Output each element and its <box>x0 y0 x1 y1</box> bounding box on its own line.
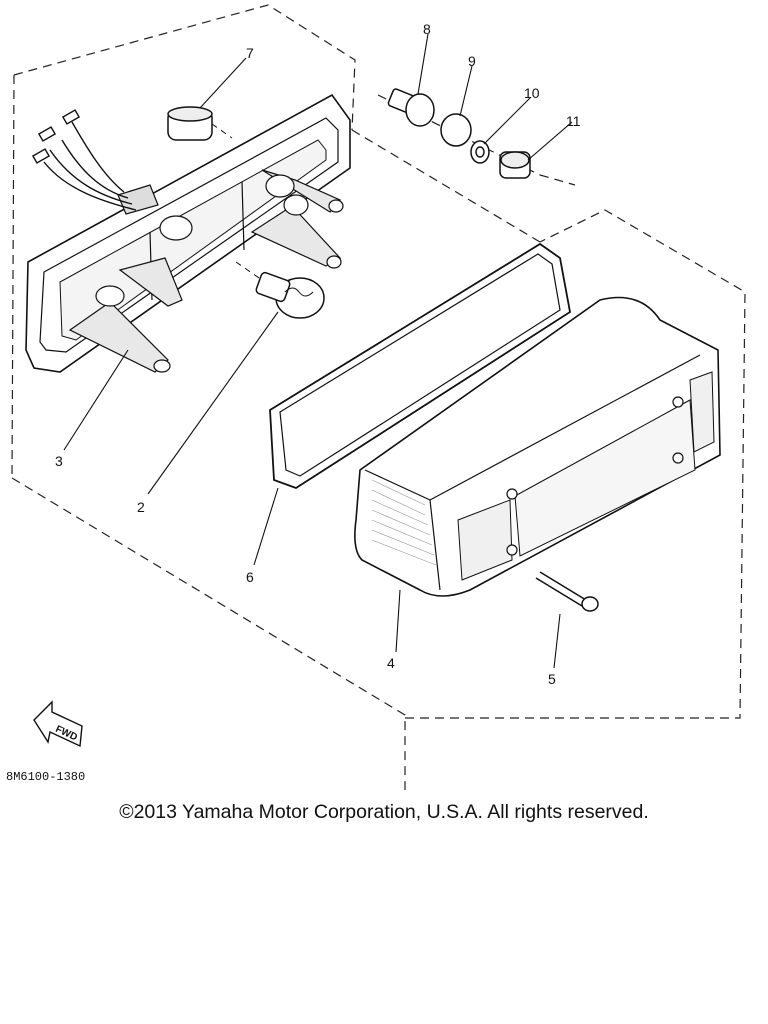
grommet-part <box>167 106 233 141</box>
callout-number: 11 <box>566 113 581 129</box>
reference-code: 8M6100-1380 <box>6 770 85 784</box>
callout-labels: 2 3 4 5 6 7 8 9 10 11 <box>55 21 581 687</box>
gasket-part <box>269 242 571 489</box>
fwd-arrow-icon: FWD <box>33 700 83 748</box>
fastener-parts <box>387 88 531 179</box>
callout-number: 2 <box>137 499 145 515</box>
copyright-notice: ©2013 Yamaha Motor Corporation, U.S.A. A… <box>119 801 649 823</box>
lens-part <box>354 296 721 597</box>
bulb-part <box>235 261 325 319</box>
callout-leaders <box>63 33 573 669</box>
callout-number: 4 <box>387 655 395 671</box>
lamp-housing <box>25 93 351 373</box>
callout-number: 8 <box>423 21 431 37</box>
taillight-exploded-diagram: 2 3 4 5 6 7 8 9 10 11 FWD 8M6100-1380 <box>6 4 746 790</box>
screw-part <box>535 571 599 612</box>
callout-number: 3 <box>55 453 63 469</box>
callout-number: 5 <box>548 671 556 687</box>
callout-number: 9 <box>468 53 476 69</box>
wiring-harness <box>31 109 137 211</box>
callout-number: 7 <box>246 45 254 61</box>
callout-number: 10 <box>524 85 540 101</box>
callout-number: 6 <box>246 569 254 585</box>
